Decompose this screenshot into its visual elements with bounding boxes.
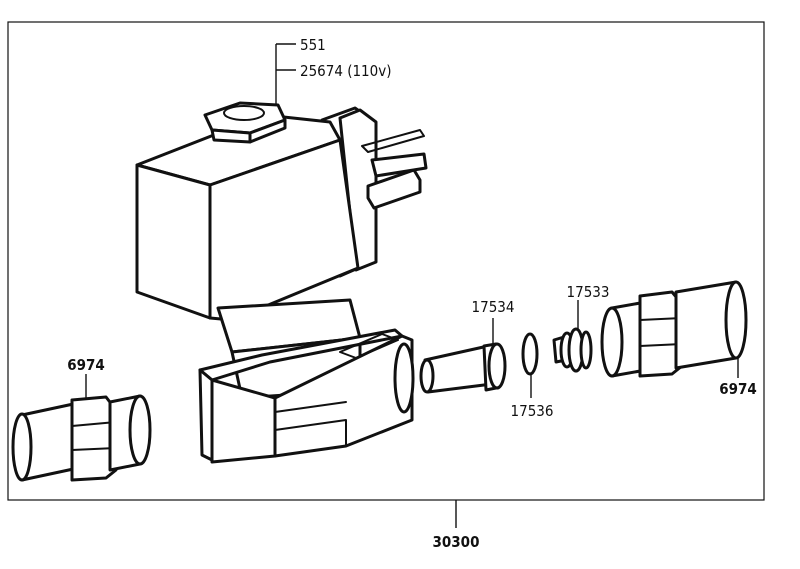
callout-551: 551 <box>300 36 326 54</box>
callout-30300: 30300 <box>433 533 480 551</box>
valve-body <box>198 298 415 464</box>
callout-25674-110v: 25674 (110v) <box>300 62 391 80</box>
right-fitting <box>600 280 748 378</box>
solenoid-coil <box>135 101 428 322</box>
plunger <box>552 327 593 373</box>
leader-lines <box>85 43 739 528</box>
diagram-frame <box>7 21 765 501</box>
callout-17536: 17536 <box>511 402 554 420</box>
callout-17534: 17534 <box>472 298 515 316</box>
callout-right-6974: 6974 <box>719 380 757 398</box>
nozzle <box>419 342 507 394</box>
left-fitting <box>11 394 152 482</box>
callout-left-6974: 6974 <box>67 356 105 374</box>
callout-17533: 17533 <box>567 283 610 301</box>
o-ring <box>521 332 539 376</box>
